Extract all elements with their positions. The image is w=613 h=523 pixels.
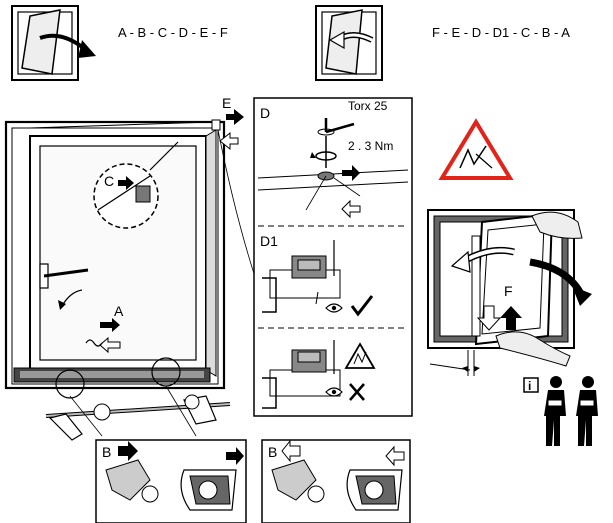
eye-icon-2 [325,387,343,397]
detail-d-panel: D Torx 25 2 . 3 Nm D1 [253,97,413,417]
detail-b-open-box: B [95,439,247,523]
window-open-icon [11,5,96,81]
window-close-icon [315,5,383,81]
check-mark-icon [350,295,374,317]
person-icon-1 [544,376,566,446]
hinge-circle-left [55,369,85,399]
detail-a-marker: A [85,303,124,354]
torque-label: 2 . 3 Nm [348,139,393,153]
detail-c-circle: C [93,163,159,229]
detail-b-close-box: B [261,439,411,523]
label-b-left: B [102,444,111,460]
cross-mark-icon [349,383,365,401]
sequence-close-text: F - E - D - D1 - C - B - A [432,25,570,40]
label-b-right: B [268,444,277,460]
d1-incorrect-detail [262,340,341,409]
small-warning-icon [344,342,376,369]
d1-correct-detail [262,240,341,313]
installer-figures [544,376,598,446]
shattered-glass-warning-icon [438,118,514,180]
close-sequence-group: F - E - D - D1 - C - B - A [315,5,570,81]
sequence-open-text: A - B - C - D - E - F [118,25,228,40]
label-e: E [222,95,231,111]
person-icon-2 [576,376,598,446]
tilt-window-illustration: F [427,209,592,376]
info-icon: i [523,377,539,393]
torx-key-icon [310,118,355,168]
info-letter: i [528,379,531,393]
label-d: D [260,105,270,121]
eye-icon [325,303,343,313]
label-a: A [114,303,124,319]
label-f: F [504,283,513,299]
label-d1: D1 [260,233,278,249]
stay-arm-mechanism [45,385,231,441]
open-sequence-group: A - B - C - D - E - F [11,5,228,81]
detail-e-marker: E [211,95,259,287]
torx-label: Torx 25 [348,99,388,113]
label-c: C [104,173,114,189]
